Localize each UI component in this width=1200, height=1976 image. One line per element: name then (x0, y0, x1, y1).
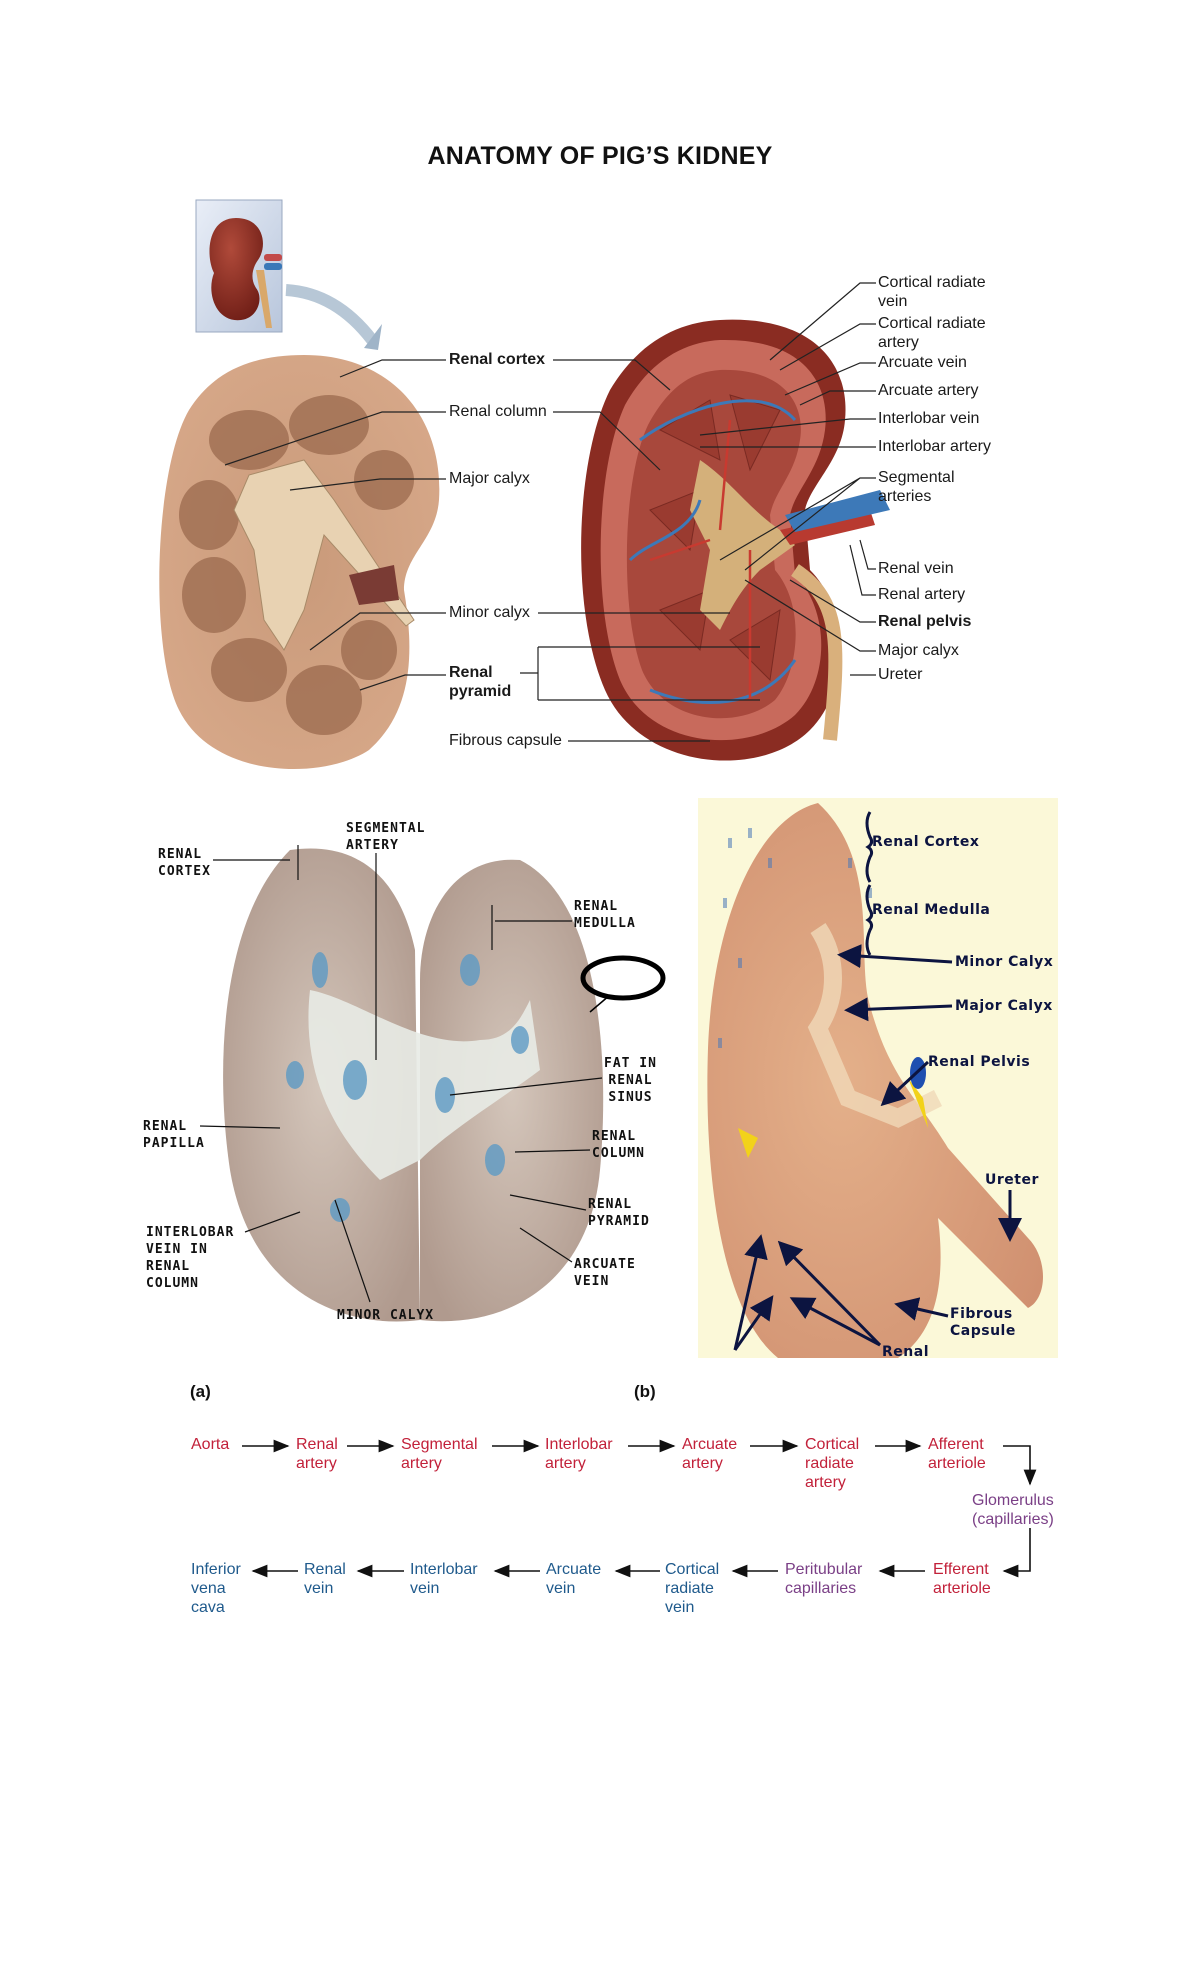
oval-marker (580, 955, 666, 1013)
flow-renal-artery: Renal artery (296, 1436, 338, 1472)
flow-interlobar-artery: Interlobar artery (545, 1436, 613, 1472)
label-a-renal-medulla: RENAL MEDULLA (574, 899, 636, 931)
label-arcuate-vein: Arcuate vein (878, 354, 967, 371)
label-cortical-radiate-artery: Cortical radiate artery (878, 315, 986, 351)
label-interlobar-artery: Interlobar artery (878, 438, 991, 455)
page-title: ANATOMY OF PIG’S KIDNEY (427, 142, 773, 170)
label-a-fat-in-renal-sinus: FAT IN RENAL SINUS (604, 1056, 657, 1105)
label-renal-column: Renal column (449, 403, 547, 420)
flow-arcuate-artery: Arcuate artery (682, 1436, 738, 1472)
kidney-halves-photo (223, 848, 604, 1322)
label-minor-calyx: Minor calyx (449, 604, 530, 621)
flow-arrows (242, 1439, 1037, 1578)
label-interlobar-vein: Interlobar vein (878, 410, 980, 427)
label-b-renal: Renal (882, 1344, 929, 1360)
label-renal-pyramid: Renal pyramid (449, 664, 512, 700)
label-b-renal-cortex: Renal Cortex (872, 834, 980, 850)
leader-lines-a (199, 845, 603, 1303)
flow-cortical-radiate-vein: Cortical radiate vein (665, 1561, 720, 1616)
label-a-renal-column: RENAL COLUMN (592, 1129, 645, 1161)
label-major-calyx-right: Major calyx (878, 642, 959, 659)
flow-inferior-vena-cava: Inferior vena cava (191, 1561, 241, 1616)
kidney-inset-icon (195, 199, 382, 350)
panel-tag-a: (a) (190, 1382, 211, 1401)
flow-efferent-arteriole: Efferent arteriole (933, 1561, 991, 1597)
kidney-section-photo (159, 355, 440, 770)
flow-segmental-artery: Segmental artery (401, 1436, 478, 1472)
label-a-renal-cortex: RENAL CORTEX (158, 847, 211, 879)
label-a-interlobar-vein: INTERLOBAR VEIN IN RENAL COLUMN (146, 1225, 235, 1291)
arrows-b (733, 811, 1022, 1351)
label-major-calyx-left: Major calyx (449, 470, 530, 487)
label-b-renal-medulla: Renal Medulla (872, 902, 991, 918)
label-ureter: Ureter (878, 666, 923, 683)
flow-aorta: Aorta (191, 1436, 230, 1453)
label-b-major-calyx: Major Calyx (955, 998, 1053, 1014)
label-renal-cortex: Renal cortex (449, 351, 546, 368)
flow-glomerulus: Glomerulus (capillaries) (972, 1492, 1054, 1528)
label-renal-artery: Renal artery (878, 586, 966, 603)
label-b-minor-calyx: Minor Calyx (955, 954, 1054, 970)
flow-cortical-radiate-artery: Cortical radiate artery (805, 1436, 860, 1491)
label-b-ureter: Ureter (985, 1172, 1039, 1188)
label-a-renal-papilla: RENAL PAPILLA (143, 1119, 205, 1151)
kidney-dissection-photo (707, 803, 1043, 1358)
kidney-illustration (581, 319, 890, 761)
label-arcuate-artery: Arcuate artery (878, 382, 979, 399)
flow-arcuate-vein: Arcuate vein (546, 1561, 602, 1597)
label-a-renal-pyramid: RENAL PYRAMID (588, 1197, 650, 1229)
flow-afferent-arteriole: Afferent arteriole (928, 1436, 986, 1472)
flow-renal-vein: Renal vein (304, 1561, 346, 1597)
label-a-segmental-artery: SEGMENTAL ARTERY (346, 821, 426, 853)
label-fibrous-capsule: Fibrous capsule (449, 732, 562, 749)
label-a-arcuate-vein: ARCUATE VEIN (574, 1257, 636, 1289)
flow-interlobar-vein: Interlobar vein (410, 1561, 478, 1597)
label-b-renal-pelvis: Renal Pelvis (928, 1054, 1031, 1070)
flow-peritubular-capillaries: Peritubular capillaries (785, 1561, 863, 1597)
label-segmental-arteries: Segmental arteries (878, 469, 955, 505)
label-a-minor-calyx: MINOR CALYX (337, 1308, 435, 1323)
label-cortical-radiate-vein: Cortical radiate vein (878, 274, 986, 310)
leader-lines-top (224, 282, 876, 742)
label-renal-vein: Renal vein (878, 560, 954, 577)
panel-tag-b: (b) (634, 1382, 656, 1401)
label-renal-pelvis: Renal pelvis (878, 613, 972, 630)
label-b-fibrous-capsule: Fibrous Capsule (950, 1306, 1016, 1339)
